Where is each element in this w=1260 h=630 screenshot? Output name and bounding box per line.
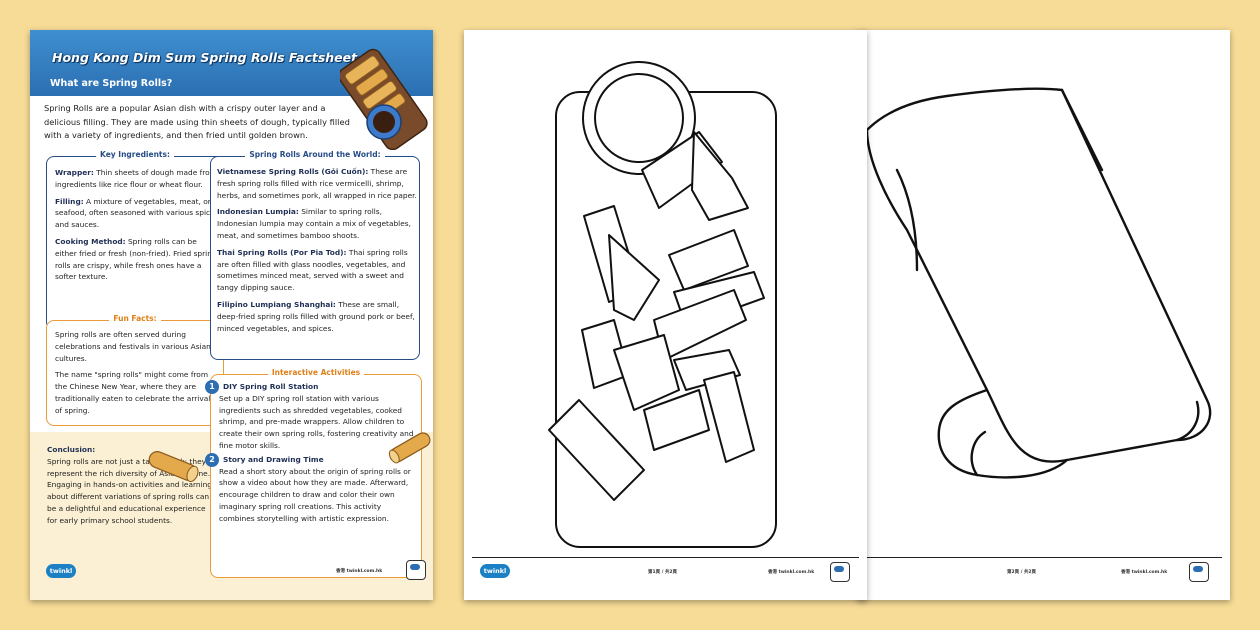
- key-ingredients-box: Key Ingredients: Wrapper: Thin sheets of…: [46, 150, 224, 330]
- ingredient-wrapper: Wrapper: Thin sheets of dough made from …: [55, 168, 217, 189]
- factsheet-title: Hong Kong Dim Sum Spring Rolls Factsheet: [52, 50, 358, 65]
- footer-url: 香港 twinkl.com.hk: [336, 569, 383, 574]
- intro-paragraph: Spring Rolls are a popular Asian dish wi…: [44, 103, 350, 140]
- conclusion-label: Conclusion:: [47, 445, 96, 454]
- fun-facts-box: Fun Facts: Spring rolls are often served…: [46, 314, 224, 426]
- activity-title: DIY Spring Roll Station: [223, 382, 319, 391]
- key-ingredients-title: Key Ingredients:: [96, 150, 174, 159]
- fun-fact-item: The name "spring rolls" might come from …: [55, 370, 211, 415]
- conclusion-text: Spring rolls are not just a tasty snack;…: [47, 456, 213, 525]
- coloring-page-platter: twinkl 第1頁 / 共2頁 香港 twinkl.com.hk: [464, 30, 867, 600]
- footer-url: 香港 twinkl.com.hk: [1121, 570, 1168, 575]
- activity-number-badge: 2: [205, 452, 219, 467]
- spring-roll-icon: [388, 432, 431, 464]
- large-spring-roll-outline: [865, 87, 1212, 479]
- fun-fact-item: Spring rolls are often served during cel…: [55, 330, 211, 363]
- activity-text: Read a short story about the origin of s…: [219, 466, 411, 523]
- variant-thai: Thai Spring Rolls (Por Pia Tod): Thai sp…: [217, 247, 408, 293]
- activities-title: Interactive Activities: [267, 368, 365, 377]
- fun-facts-title: Fun Facts:: [109, 314, 161, 323]
- spring-roll-icon: [148, 451, 199, 483]
- activity-title: Story and Drawing Time: [223, 454, 324, 464]
- spring-roll-platter-outline: [548, 61, 777, 548]
- quality-badge-icon: [830, 562, 850, 582]
- activity-number-badge: 1: [205, 380, 219, 394]
- ingredient-cooking-method: Cooking Method: Spring rolls can be eith…: [55, 236, 217, 282]
- quality-badge-icon: [1189, 562, 1209, 582]
- factsheet-page: Hong Kong Dim Sum Spring Rolls Factsheet…: [30, 30, 433, 600]
- activity-item: 2 Story and Drawing Time Read a short st…: [205, 452, 417, 525]
- page-number: 第2頁 / 共2頁: [1007, 570, 1037, 575]
- twinkl-logo: twinkl: [46, 564, 76, 578]
- around-world-box: Spring Rolls Around the World: Vietnames…: [210, 150, 420, 360]
- coloring-page-spring-roll: 第2頁 / 共2頁 香港 twinkl.com.hk: [857, 30, 1230, 600]
- twinkl-logo: twinkl: [480, 564, 510, 578]
- variant-filipino: Filipino Lumpiang Shanghai: These are sm…: [217, 299, 415, 333]
- variant-indonesian: Indonesian Lumpia: Similar to spring rol…: [217, 207, 411, 240]
- footer-url: 香港 twinkl.com.hk: [768, 570, 815, 575]
- activity-item: 1 DIY Spring Roll Station Set up a DIY s…: [205, 380, 417, 452]
- page-number: 第1頁 / 共2頁: [648, 570, 678, 575]
- activity-text: Set up a DIY spring roll station with va…: [219, 393, 414, 450]
- around-world-title: Spring Rolls Around the World:: [245, 150, 385, 159]
- factsheet-subtitle: What are Spring Rolls?: [50, 78, 173, 89]
- quality-badge-icon: [406, 560, 426, 580]
- spring-roll-platter-illustration: [340, 48, 428, 150]
- interactive-activities-box: Interactive Activities 1 DIY Spring Roll…: [205, 368, 422, 578]
- ingredient-filling: Filling: A mixture of vegetables, meat, …: [55, 196, 219, 230]
- variant-vietnamese: Vietnamese Spring Rolls (Gỏi Cuốn): Thes…: [217, 167, 417, 200]
